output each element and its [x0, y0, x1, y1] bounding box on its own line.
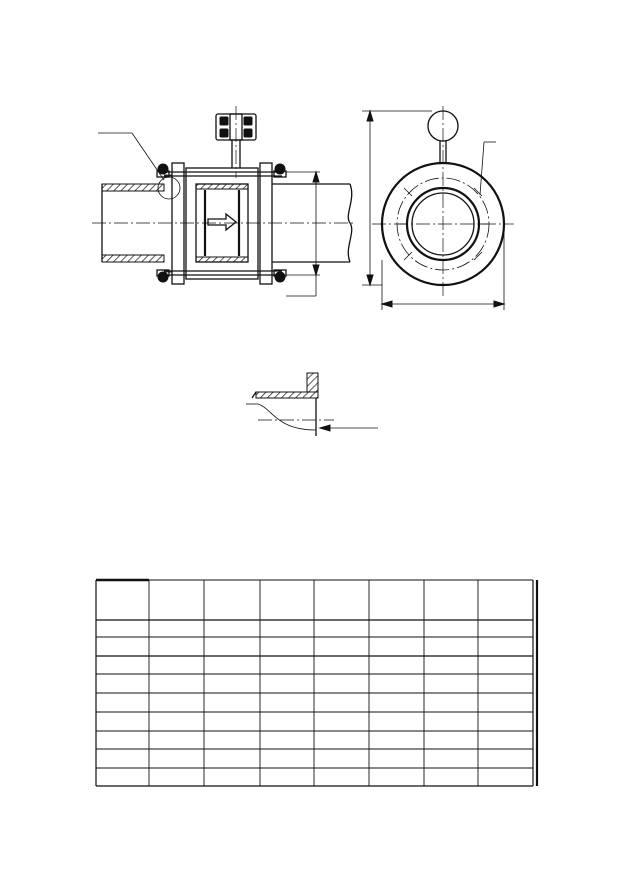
flange-right	[259, 162, 273, 285]
detail-marker	[98, 132, 181, 200]
detail-view	[246, 372, 378, 436]
dimension-width	[380, 224, 506, 310]
dimension-inner-diameter	[286, 170, 320, 297]
tie-rods	[156, 163, 287, 283]
pipe-right	[272, 183, 353, 263]
front-view	[92, 106, 356, 297]
data-table	[95, 578, 539, 787]
dimension-height	[362, 109, 432, 287]
flow-arrow	[207, 212, 238, 232]
sensor-head	[215, 106, 257, 178]
meter-body	[185, 167, 259, 280]
flange-left	[164, 162, 185, 285]
side-view	[362, 106, 514, 310]
